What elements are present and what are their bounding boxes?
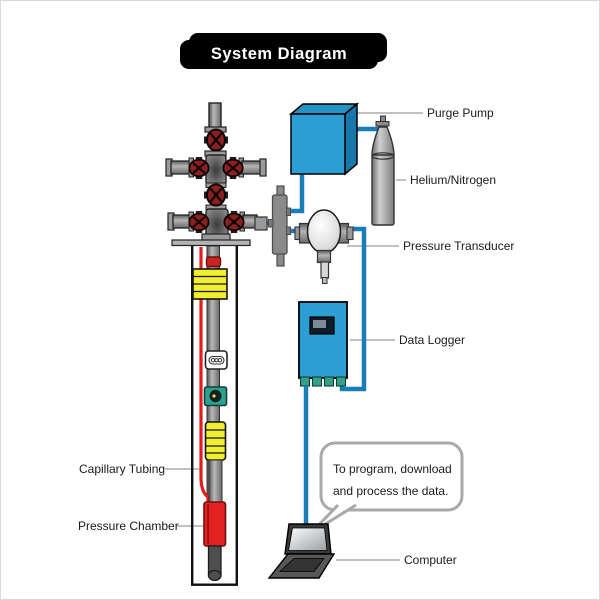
gas-cylinder-shape xyxy=(371,115,395,226)
label-pressure-chamber: Pressure Chamber xyxy=(78,519,179,533)
packer-upper xyxy=(192,268,228,300)
tubing-fitting xyxy=(205,256,222,268)
label-pressure-transducer: Pressure Transducer xyxy=(403,239,515,253)
downhole-rod xyxy=(207,545,222,582)
speech-bubble-text: To program, download and process the dat… xyxy=(333,458,458,502)
leader-lines xyxy=(165,112,423,561)
title-banner: System Diagram xyxy=(180,40,378,69)
well-casing xyxy=(191,246,238,586)
pressure-chamber-shape xyxy=(203,501,227,547)
label-computer: Computer xyxy=(404,553,457,567)
tube-pump-to-manifold xyxy=(287,172,305,214)
downhole-instrument xyxy=(203,386,228,407)
tube-transducer-to-logger xyxy=(339,226,367,392)
capillary-tubing-line xyxy=(199,247,210,504)
downhole-gauge xyxy=(204,350,228,370)
speech-bubble-line2: and process the data. xyxy=(333,484,449,498)
pressure-transducer-shape xyxy=(294,209,354,284)
data-logger-shape xyxy=(298,301,348,387)
wellhead-outlet-fitting xyxy=(254,216,268,231)
purge-pump-shape xyxy=(288,102,360,176)
laptop-shape xyxy=(267,523,336,579)
label-data-logger: Data Logger xyxy=(399,333,466,347)
manifold-shape xyxy=(268,185,291,267)
page-title: System Diagram xyxy=(210,45,348,63)
downhole-tubing-lower xyxy=(208,459,223,506)
speech-bubble-line1: To program, download xyxy=(333,462,452,476)
label-capillary-tubing: Capillary Tubing xyxy=(79,462,166,476)
label-purge-pump: Purge Pump xyxy=(427,106,494,120)
label-helium-nitrogen: Helium/Nitrogen xyxy=(410,173,497,187)
packer-lower xyxy=(204,421,227,461)
wellhead-assembly xyxy=(165,102,268,247)
